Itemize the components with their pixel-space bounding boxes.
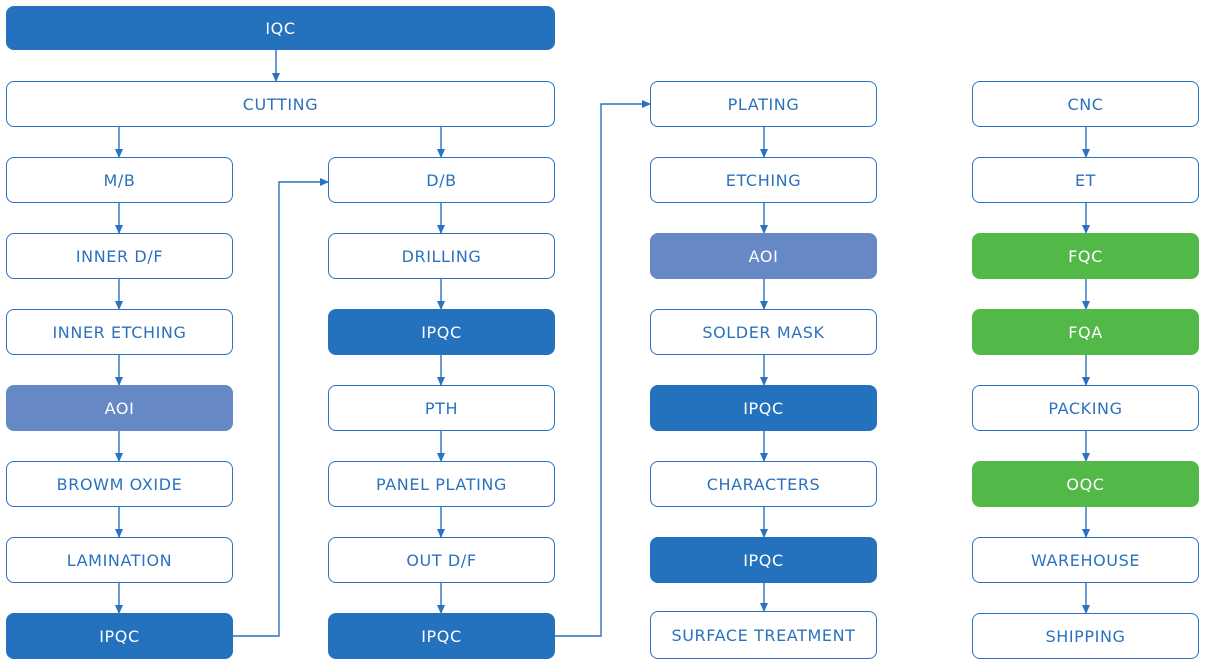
step-et: ET [972,157,1199,203]
step-surface-treatment: SURFACE TREATMENT [650,611,877,659]
step-cutting: CUTTING [6,81,555,127]
step-ipqc-drilling: IPQC [328,309,555,355]
step-lamination: LAMINATION [6,537,233,583]
step-etching: ETCHING [650,157,877,203]
step-packing: PACKING [972,385,1199,431]
step-db: D/B [328,157,555,203]
step-characters: CHARACTERS [650,461,877,507]
step-drilling: DRILLING [328,233,555,279]
step-aoi-inner: AOI [6,385,233,431]
step-ipqc-characters: IPQC [650,537,877,583]
step-fqc: FQC [972,233,1199,279]
step-warehouse: WAREHOUSE [972,537,1199,583]
step-shipping: SHIPPING [972,613,1199,659]
step-iqc: IQC [6,6,555,50]
step-cnc: CNC [972,81,1199,127]
step-fqa: FQA [972,309,1199,355]
step-oqc: OQC [972,461,1199,507]
step-pth: PTH [328,385,555,431]
step-browm-oxide: BROWM OXIDE [6,461,233,507]
step-out-df: OUT D/F [328,537,555,583]
step-inner-df: INNER D/F [6,233,233,279]
step-ipqc-lamination: IPQC [6,613,233,659]
step-mb: M/B [6,157,233,203]
step-aoi-outer: AOI [650,233,877,279]
step-panel-plating: PANEL PLATING [328,461,555,507]
step-ipqc-out-df: IPQC [328,613,555,659]
step-plating: PLATING [650,81,877,127]
step-solder-mask: SOLDER MASK [650,309,877,355]
step-ipqc-solder-mask: IPQC [650,385,877,431]
connector-ipqc-to-plating [555,100,651,637]
connector-ipqc-to-db [233,178,329,637]
step-inner-etching: INNER ETCHING [6,309,233,355]
